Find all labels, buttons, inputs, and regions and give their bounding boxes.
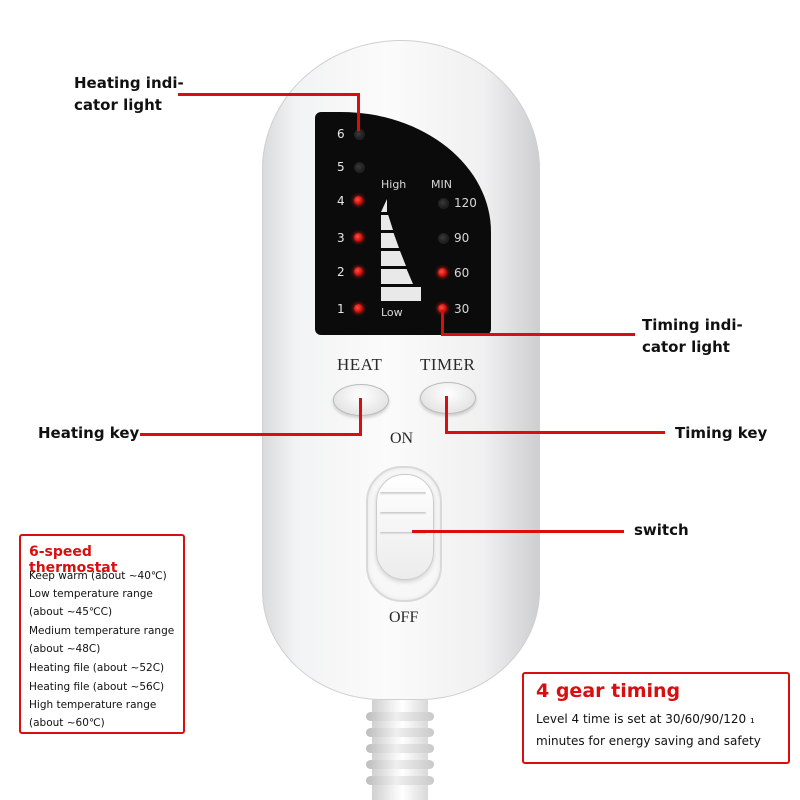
timer-label-90: 90	[454, 231, 470, 245]
callout-line	[441, 310, 444, 336]
level-bar	[381, 199, 387, 212]
heat-level-label-4: 4	[337, 194, 345, 208]
timing-indicator-callout: Timing indi- cator light	[642, 314, 743, 358]
callout-line	[178, 93, 360, 96]
thermostat-line: (about ~60℃)	[29, 717, 105, 729]
callout-line	[412, 530, 624, 533]
thermostat-info-box: 6-speed thermostat Keep warm (about ~40℃…	[19, 534, 185, 734]
callout-line	[441, 333, 635, 336]
thermostat-line: Heating file (about ~56C)	[29, 681, 165, 693]
thermostat-title: 6-speed thermostat	[29, 544, 118, 576]
timer-led-60	[438, 268, 447, 277]
timer-label-120: 120	[454, 196, 477, 210]
timer-led-120	[438, 198, 449, 209]
heating-key-callout: Heating key	[38, 424, 140, 442]
thermostat-line: (about ~48C)	[29, 643, 101, 655]
switch-ridge	[380, 492, 426, 495]
thermostat-line: Medium temperature range	[29, 625, 175, 637]
level-bar	[381, 233, 399, 248]
level-bar	[381, 269, 413, 284]
timer-button[interactable]	[420, 382, 476, 414]
min-label: MIN	[431, 178, 452, 191]
cable-strain-ring	[366, 776, 434, 785]
low-label: Low	[381, 306, 403, 319]
callout-text-line: Heating indi-	[74, 74, 184, 92]
heat-level-label-3: 3	[337, 231, 345, 245]
timer-led-30	[438, 304, 447, 313]
heat-level-label-6: 6	[337, 127, 345, 141]
heat-level-label-5: 5	[337, 160, 345, 174]
callout-text-line: cator light	[642, 338, 730, 356]
heat-level-led-4	[354, 196, 363, 205]
level-bar	[381, 251, 406, 266]
timer-key-label: TIMER	[420, 355, 476, 374]
switch-ridge	[380, 532, 426, 535]
timer-label-60: 60	[454, 266, 470, 280]
callout-text-line: Timing indi-	[642, 316, 743, 334]
callout-line	[140, 433, 362, 436]
switch-ridge	[380, 512, 426, 515]
thermostat-line: Heating file (about ~52C)	[29, 662, 165, 674]
callout-text-line: cator light	[74, 96, 162, 114]
power-switch[interactable]	[376, 474, 434, 580]
callout-line	[445, 396, 448, 434]
cable-strain-ring	[366, 744, 434, 753]
heat-level-led-5	[354, 162, 365, 173]
heat-level-label-2: 2	[337, 265, 345, 279]
heating-indicator-callout: Heating indi- cator light	[74, 72, 184, 116]
thermostat-line: (about ~45℃C)	[29, 606, 113, 618]
heat-level-led-3	[354, 233, 363, 242]
timing-line: Level 4 time is set at 30/60/90/120 ₁	[536, 712, 755, 726]
timing-info-box: 4 gear timing Level 4 time is set at 30/…	[522, 672, 790, 764]
thermostat-line: Low temperature range	[29, 588, 153, 600]
callout-line	[445, 431, 665, 434]
switch-on-label: ON	[390, 430, 414, 447]
timing-key-callout: Timing key	[675, 424, 768, 442]
timing-line: minutes for energy saving and safety	[536, 734, 761, 748]
callout-line	[357, 93, 360, 131]
cable-strain-ring	[366, 712, 434, 721]
switch-callout: switch	[634, 521, 689, 539]
thermostat-line: Keep warm (about ~40℃)	[29, 570, 167, 582]
heat-level-led-2	[354, 267, 363, 276]
timer-led-90	[438, 233, 449, 244]
heat-level-label-1: 1	[337, 302, 345, 316]
thermostat-line: High temperature range	[29, 699, 157, 711]
callout-line	[359, 398, 362, 436]
timer-label-30: 30	[454, 302, 470, 316]
heat-level-led-1	[354, 304, 363, 313]
cable-strain-ring	[366, 728, 434, 737]
heat-key-label: HEAT	[337, 355, 383, 374]
timing-title: 4 gear timing	[536, 680, 681, 702]
switch-off-label: OFF	[389, 609, 419, 626]
level-bar	[381, 287, 421, 301]
cable-strain-ring	[366, 760, 434, 769]
high-label: High	[381, 178, 407, 191]
